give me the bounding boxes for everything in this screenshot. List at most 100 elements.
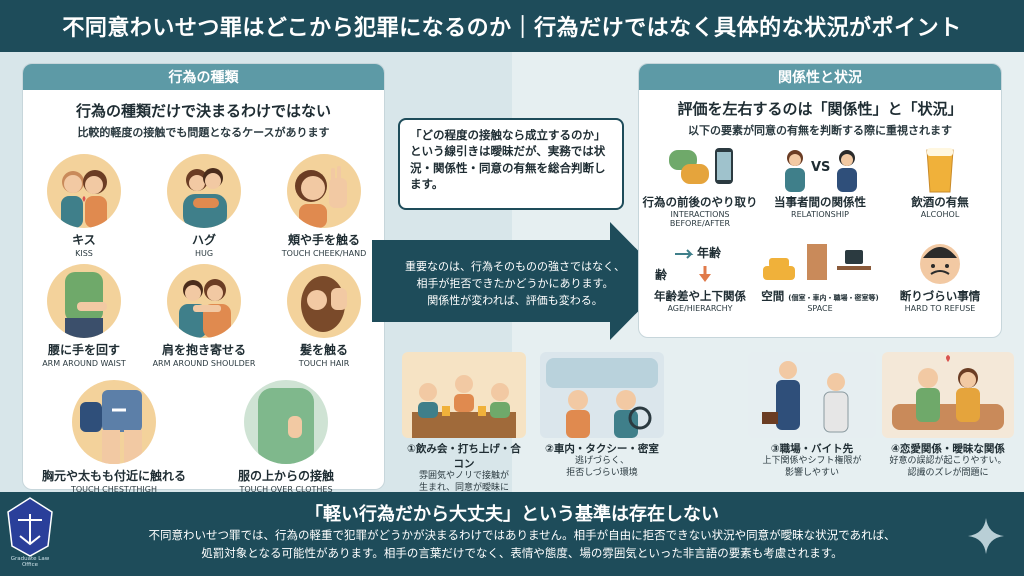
- footer-line-1: 不同意わいせつ罪では、行為の軽重で犯罪がどうかが決まるわけではありません。相手が…: [148, 528, 896, 542]
- chat-phone-icon: [641, 146, 759, 194]
- age-label-high: 年齢: [697, 246, 722, 260]
- act-label-en: KISS: [75, 249, 93, 258]
- act-kiss: キス KISS: [25, 154, 143, 258]
- factors-panel-title: 評価を左右するのは「関係性」と「状況」: [677, 100, 963, 118]
- acts-panel: 行為の種類 行為の種類だけで決まるわけではない 比較的軽度の接触でも問題となるケ…: [22, 63, 385, 494]
- factor-label-main: 空間: [761, 289, 785, 303]
- act-label-en: TOUCH CHEST/THIGH: [71, 485, 157, 494]
- acts-panel-heading: 行為の種類: [23, 64, 384, 90]
- acts-panel-subtitle: 比較的軽度の接触でも問題となるケースがあります: [77, 126, 330, 139]
- callout-box: 「どの程度の接触なら成立するのか」という線引きは曖昧だが、実務では状況・関係性・…: [398, 118, 624, 210]
- factor-relationship: VS 当事者間の関係性 RELATIONSHIP: [761, 146, 879, 219]
- act-shoulder: 肩を抱き寄せる ARM AROUND SHOULDER: [145, 264, 263, 368]
- acts-panel-title: 行為の種類だけで決まるわけではない: [75, 102, 331, 120]
- factors-panel-subtitle: 以下の要素が同意の有無を判断する際に重視されます: [688, 124, 952, 137]
- factor-label: 年齢差や上下関係: [654, 289, 746, 303]
- act-label: ハグ: [191, 233, 216, 247]
- factors-panel-heading: 関係性と状況: [639, 64, 1001, 90]
- act-label: 胸元や太もも付近に触れる: [41, 469, 186, 483]
- cheek-hand-icon: [287, 154, 361, 228]
- logo-text: Graduate Law Office: [10, 556, 50, 568]
- scene-title: ①飲み会・打ち上げ・合コン: [407, 443, 521, 470]
- factor-label: 空間 (個室・車内・職場・密室等): [761, 288, 879, 304]
- act-chest-thigh: 胸元や太もも付近に触れる TOUCH CHEST/THIGH: [39, 380, 189, 494]
- arrow-line-3: 関係性が変われば、評価も変わる。: [427, 294, 603, 308]
- scene-desc: 認識のズレが問題に: [907, 467, 989, 478]
- act-label-en: TOUCH OVER CLOTHES: [239, 485, 333, 494]
- scene-romance: ④恋愛関係・曖昧な関係 好意の誤認が起こりやすい。 認識のズレが問題に: [882, 352, 1014, 479]
- vs-label: VS: [811, 160, 831, 175]
- act-label-en: ARM AROUND SHOULDER: [152, 359, 256, 368]
- factor-label-en: AGE/HIERARCHY: [667, 304, 733, 313]
- scene-desc: 逃げづらく、: [574, 456, 629, 466]
- arrow-line-2: 相手が拒否できたかどうかにあります。: [416, 277, 614, 291]
- act-hair: 髪を触る TOUCH HAIR: [265, 264, 383, 368]
- beer-glass-icon: [881, 146, 999, 194]
- factor-interactions: 行為の前後のやり取り INTERACTIONS BEFORE/AFTER: [641, 146, 759, 228]
- scene-desc: 拒否しづらい環境: [566, 467, 638, 478]
- factor-label-en: ALCOHOL: [920, 210, 960, 219]
- act-touch-cheek: 頬や手を触る TOUCH CHEEK/HAND: [265, 154, 383, 258]
- shoulder-icon: [167, 264, 241, 338]
- scene-desc: 上下関係やシフト権限が: [762, 456, 862, 466]
- hair-icon: [287, 264, 361, 338]
- factor-label: 行為の前後のやり取り: [642, 195, 758, 209]
- footer-body: 不同意わいせつ罪では、行為の軽重で犯罪がどうかが決まるわけではありません。相手が…: [60, 526, 984, 563]
- scene-desc: 好意の誤認が起こりやすい。: [889, 456, 1007, 466]
- scene-desc: 生まれ、同意が曖昧に: [418, 482, 510, 493]
- scene-desc: 影響しやすい: [785, 467, 839, 478]
- act-label: 髪を触る: [299, 343, 348, 357]
- factor-label: 飲酒の有無: [911, 195, 969, 209]
- drinking-party-icon: [402, 352, 526, 438]
- scene-title: ④恋愛関係・曖昧な関係: [891, 443, 1005, 455]
- age-arrows-icon: 年齢 齢: [641, 240, 759, 288]
- act-hug: ハグ HUG: [145, 154, 263, 258]
- footer-line-2: 処罰対象となる可能性があります。相手の言葉だけでなく、表情や態度、場の雰囲気とい…: [201, 546, 843, 561]
- two-people-vs-icon: VS: [761, 146, 879, 194]
- factor-space: 空間 (個室・車内・職場・密室等) SPACE: [761, 240, 879, 313]
- factor-label-note: (個室・車内・職場・密室等): [788, 294, 879, 302]
- factor-label-en: RELATIONSHIP: [791, 210, 849, 219]
- factor-label-en: INTERACTIONS BEFORE/AFTER: [669, 210, 731, 228]
- workplace-icon: [748, 352, 876, 438]
- act-label: 肩を抱き寄せる: [161, 343, 246, 357]
- factor-label: 断りづらい事情: [899, 289, 981, 303]
- sparkle-icon: [968, 518, 1004, 554]
- arrow-right-icon: [372, 222, 668, 340]
- factor-hard-to-refuse: 断りづらい事情 HARD TO REFUSE: [881, 240, 999, 313]
- waist-icon: [47, 264, 121, 338]
- scene-title: ③職場・バイト先: [770, 443, 854, 455]
- car-interior-icon: [540, 352, 664, 438]
- act-label-en: HUG: [194, 249, 214, 258]
- act-label-en: TOUCH HAIR: [298, 359, 350, 368]
- act-label-en: TOUCH CHEEK/HAND: [281, 249, 367, 258]
- factor-alcohol: 飲酒の有無 ALCOHOL: [881, 146, 999, 219]
- act-label: キス: [72, 233, 96, 247]
- worried-face-icon: [881, 240, 999, 288]
- law-office-logo-icon: [7, 497, 53, 557]
- footer-title: 「軽い行為だから大丈夫」という基準は存在しない: [305, 504, 719, 525]
- factor-label: 当事者間の関係性: [774, 195, 866, 209]
- scene-desc: 雰囲気やノリで接触が: [418, 471, 509, 481]
- arrow-line-1: 重要なのは、行為そのものの強さではなく、: [405, 260, 625, 273]
- factors-panel: 関係性と状況 評価を左右するのは「関係性」と「状況」 以下の要素が同意の有無を判…: [638, 63, 1002, 338]
- factor-label-en: HARD TO REFUSE: [904, 304, 976, 313]
- scene-drinking: ①飲み会・打ち上げ・合コン 雰囲気やノリで接触が 生まれ、同意が曖昧に: [402, 352, 526, 494]
- couple-icon: [882, 352, 1014, 438]
- act-waist: 腰に手を回す ARM AROUND WAIST: [25, 264, 143, 368]
- act-label-en: ARM AROUND WAIST: [42, 359, 126, 368]
- act-label: 頬や手を触る: [287, 233, 360, 247]
- footer: 「軽い行為だから大丈夫」という基準は存在しない 不同意わいせつ罪では、行為の軽重…: [0, 492, 1024, 576]
- scene-title: ②車内・タクシー・密室: [545, 443, 659, 455]
- page-title: 不同意わいせつ罪はどこから犯罪になるのか｜行為だけではなく具体的な状況がポイント: [0, 0, 1024, 52]
- act-over-clothes: 服の上からの接触 TOUCH OVER CLOTHES: [211, 380, 361, 494]
- hug-icon: [167, 154, 241, 228]
- age-label-low: 齢: [655, 268, 668, 282]
- act-label: 服の上からの接触: [237, 469, 334, 483]
- act-label: 腰に手を回す: [47, 343, 120, 357]
- scene-workplace: ③職場・バイト先 上下関係やシフト権限が 影響しやすい: [748, 352, 876, 479]
- chest-thigh-icon: [72, 380, 156, 464]
- scene-car: ②車内・タクシー・密室 逃げづらく、 拒否しづらい環境: [540, 352, 664, 479]
- factor-label-en: SPACE: [807, 304, 833, 313]
- kiss-icon: [47, 154, 121, 228]
